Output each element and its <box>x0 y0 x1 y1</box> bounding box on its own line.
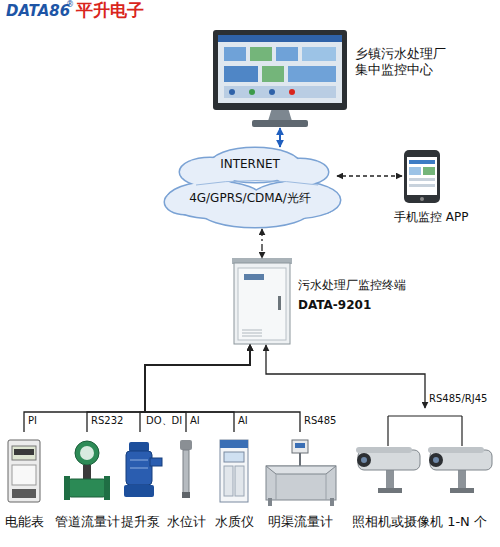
node-text: 4G/GPRS/CDMA/光纤 <box>163 191 337 206</box>
device-box: 明渠流量计 <box>262 432 338 532</box>
node-text: 管道流量计 <box>47 514 127 530</box>
brand-logo: DATA86 <box>6 3 70 20</box>
analyzer-icon <box>220 440 248 502</box>
connector <box>261 229 262 258</box>
meter-icon <box>8 440 40 502</box>
pump-icon <box>124 442 162 497</box>
mobile-app: 手机监控 APP <box>402 148 442 205</box>
node-text: 照相机或摄像机 1-N 个 <box>352 514 498 530</box>
registered-mark: ® <box>66 1 74 10</box>
brand-name: 平升电子 <box>76 1 144 20</box>
device-box: 电能表 <box>4 432 44 532</box>
node-text: INTERNET <box>163 157 337 172</box>
connector <box>279 128 281 147</box>
signal-label: RS485/RJ45 <box>429 393 487 404</box>
signal-label: RS485 <box>304 415 336 426</box>
flowmeter-icon <box>64 441 110 500</box>
node-text: DATA-9201 <box>298 298 448 313</box>
cabinet-icon <box>232 258 292 344</box>
signal-label: RS232 <box>91 415 123 426</box>
node-text: 乡镇污水处理厂 集中监控中心 <box>355 46 455 79</box>
connector <box>87 345 250 432</box>
connector <box>140 345 250 432</box>
node-text: 手机监控 APP <box>394 210 484 225</box>
signal-label: PI <box>28 415 37 426</box>
monitor-terminal: 污水处理厂监控终端DATA-9201 <box>232 258 292 345</box>
connector <box>24 345 250 432</box>
channel-flowmeter-icon <box>266 440 336 506</box>
device-box: 水质仪 <box>214 432 254 532</box>
node-text: 水质仪 <box>194 514 274 530</box>
network-cloud: INTERNET 4G/GPRS/CDMA/光纤 <box>163 147 337 229</box>
phone-icon <box>404 150 440 203</box>
connector <box>145 345 300 432</box>
camera-group: 照相机或摄像机 1-N 个 <box>352 408 498 532</box>
node-text: 水位计 <box>146 514 226 530</box>
connector <box>266 345 425 408</box>
camera-icon <box>356 416 492 493</box>
signal-label: AI <box>190 415 200 426</box>
connector <box>145 345 250 432</box>
signal-label: AI <box>238 415 248 426</box>
node-text: 明渠流量计 <box>260 514 340 530</box>
signal-label: DO、DI <box>146 415 182 426</box>
node-text: 电能表 <box>0 514 64 530</box>
device-box: 水位计 <box>170 432 202 532</box>
connector <box>337 175 402 176</box>
connector <box>145 345 250 432</box>
node-text: 污水处理厂监控终端 <box>298 278 448 293</box>
device-box: 提升泵 <box>118 432 162 532</box>
monitor-icon <box>213 30 347 127</box>
device-box: 管道流量计 <box>62 432 112 532</box>
monitor-center: 乡镇污水处理厂 集中监控中心 <box>213 30 347 128</box>
level-sensor-icon <box>180 440 192 498</box>
